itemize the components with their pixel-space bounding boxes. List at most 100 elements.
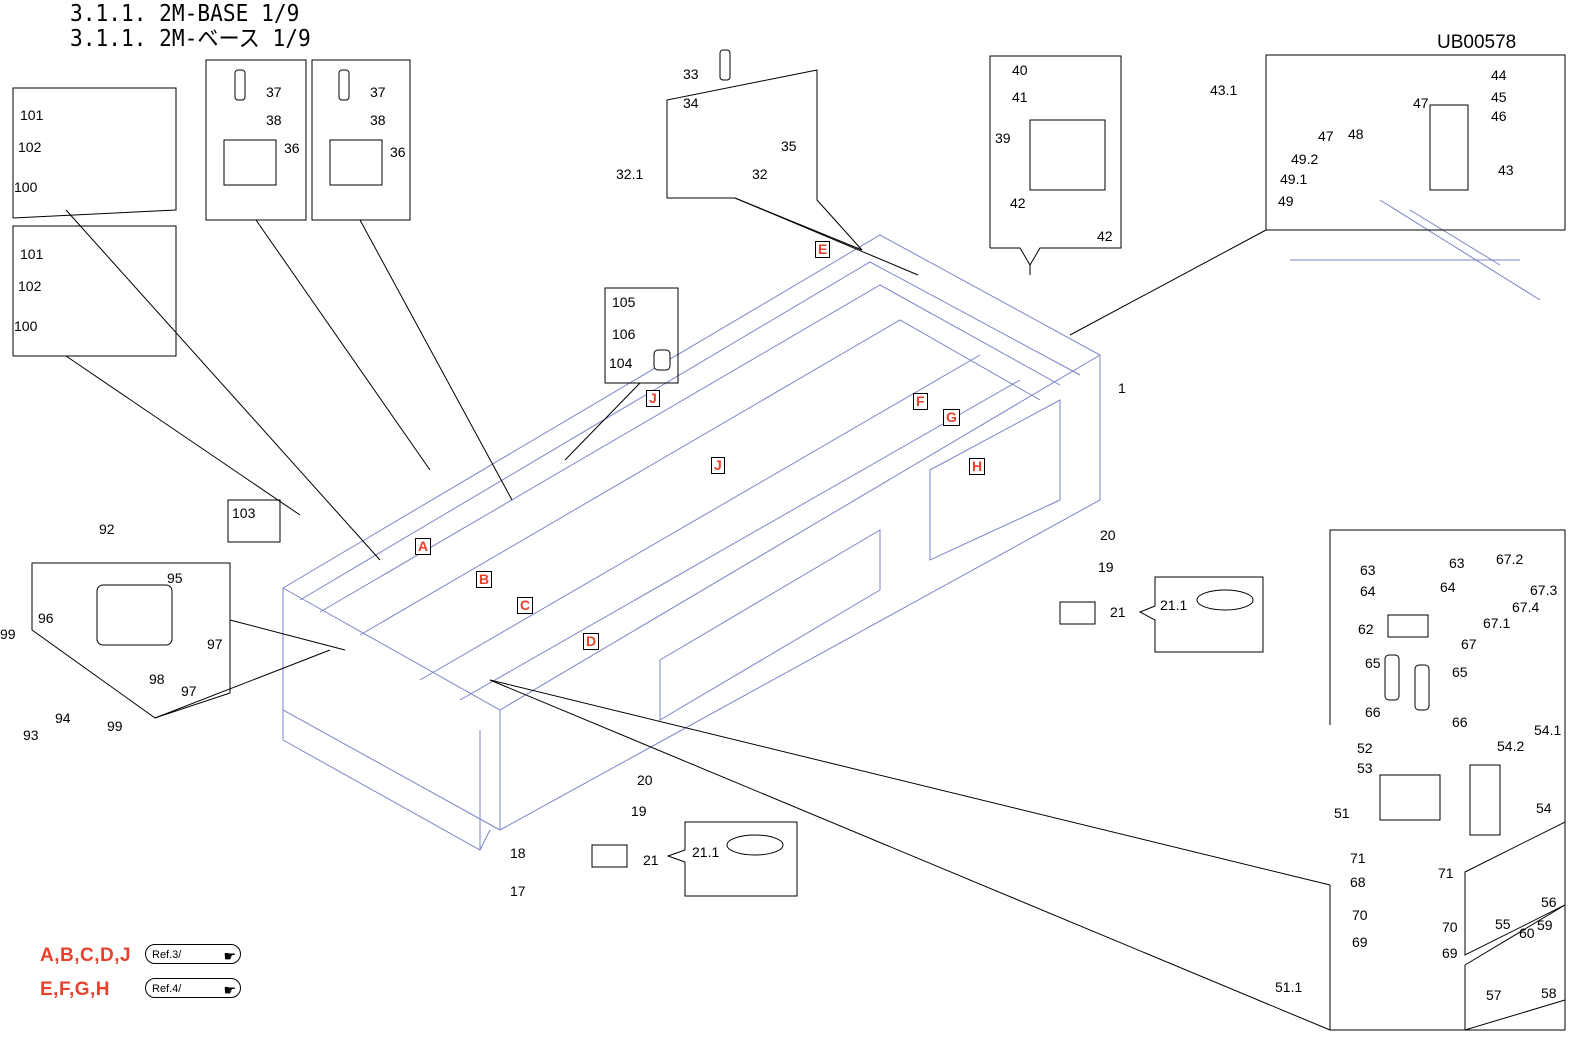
part-number-label: 47 [1318,128,1334,144]
part-number-label: 97 [181,683,197,699]
part-number-label: 38 [370,112,386,128]
part-number-label: 97 [207,636,223,652]
cushion-icon [591,844,628,868]
part-number-label: 54.2 [1497,738,1525,754]
callout-j: J [711,457,725,474]
part-number-label: 42 [1010,195,1026,211]
callout-d: D [583,633,600,650]
ref4-link[interactable]: Ref.4/ ☛ [145,978,241,998]
part-number-label: 34 [683,95,699,111]
part-number-label: 101 [20,246,44,262]
base-frame [282,199,1541,851]
part-number-label: 99 [0,626,16,642]
part-number-label: 45 [1491,89,1507,105]
detail-boxes [12,54,1566,1031]
part-number-label: 92 [99,521,115,537]
page-title-japanese: 3.1.1. 2M-ベース 1/9 [70,26,311,52]
part-number-label: 94 [55,710,71,726]
part-number-label: 68 [1350,874,1366,890]
connector-housing-icon [96,584,173,646]
part-number-label: 32 [752,166,768,182]
part-number-label: 63 [1449,555,1465,571]
part-number-label: 40 [1012,62,1028,78]
part-number-label: 39 [995,130,1011,146]
screw-icon [719,49,731,81]
part-number-label: 21 [1110,604,1126,620]
part-number-label: 70 [1352,907,1368,923]
part-number-label: 21.1 [1160,597,1188,613]
bracket-icon [1029,119,1106,191]
part-number-label: 64 [1440,579,1456,595]
part-number-label: 43.1 [1210,82,1238,98]
part-number-label: 56 [1541,894,1557,910]
part-number-label: 17 [510,883,526,899]
part-number-label: 48 [1348,126,1364,142]
part-number-label: 20 [1100,527,1116,543]
callout-f: F [913,393,928,410]
cushion-icon [1059,601,1096,625]
part-number-label: 18 [510,845,526,861]
part-number-label: 32.1 [616,166,644,182]
legend-letters-ref3: A,B,C,D,J [40,945,132,966]
part-number-label: 67.3 [1530,582,1558,598]
pointing-hand-icon: ☛ [223,982,236,998]
callout-b: B [476,571,493,588]
page-title-english: 3.1.1. 2M-BASE 1/9 [70,1,300,27]
legend-letters-ref4: E,F,G,H [40,979,111,1000]
rubber-foot-icon [726,834,784,856]
part-number-label: 19 [631,803,647,819]
part-number-label: 95 [167,570,183,586]
part-number-label: 63 [1360,562,1376,578]
part-number-label: 54.1 [1534,722,1562,738]
part-number-label: 99 [107,718,123,734]
ref4-label: Ref.4/ [152,983,182,995]
part-number-label: 67.1 [1483,615,1511,631]
ref3-label: Ref.3/ [152,949,182,961]
callout-g: G [943,409,960,426]
rubber-foot-icon [1196,589,1254,611]
part-number-label: 51.1 [1275,979,1303,995]
bracket-icon [329,139,383,186]
pointing-hand-icon: ☛ [223,948,236,964]
part-number-label: 69 [1442,945,1458,961]
part-number-label: 60 [1519,925,1535,941]
part-number-label: 21.1 [692,844,720,860]
part-number-label: 71 [1350,850,1366,866]
part-number-label: 44 [1491,67,1507,83]
part-number-label: 105 [612,294,636,310]
part-number-label: 57 [1486,987,1502,1003]
part-glyphs [96,49,1501,868]
block-icon [1379,774,1441,821]
callout-j: J [646,390,660,407]
part-number-label: 58 [1541,985,1557,1001]
screw-icon [338,69,350,101]
part-number-label: 66 [1452,714,1468,730]
part-number-label: 49.1 [1280,171,1308,187]
callout-e: E [815,241,831,258]
part-number-label: 65 [1452,664,1468,680]
part-number-label: 49 [1278,193,1294,209]
bracket-icon [1387,614,1429,638]
part-number-label: 54 [1536,800,1552,816]
part-number-label: 36 [284,140,300,156]
part-number-label: 71 [1438,865,1454,881]
part-number-label: 102 [18,139,42,155]
part-number-label: 37 [370,84,386,100]
part-number-label: 33 [683,66,699,82]
part-number-label: 59 [1537,917,1553,933]
part-number-label: 65 [1365,655,1381,671]
part-number-label: 52 [1357,740,1373,756]
part-number-label: 19 [1098,559,1114,575]
part-number-label: 67.2 [1496,551,1524,567]
bracket-icon [1469,764,1501,836]
part-number-label: 104 [609,355,633,371]
part-number-label: 47 [1413,95,1429,111]
part-number-label: 69 [1352,934,1368,950]
part-number-label: 20 [637,772,653,788]
ref3-link[interactable]: Ref.3/ ☛ [145,944,241,964]
bushing-icon [653,349,671,371]
part-number-label: 38 [266,112,282,128]
part-number-label: 67.4 [1512,599,1540,615]
part-number-label: 62 [1358,621,1374,637]
